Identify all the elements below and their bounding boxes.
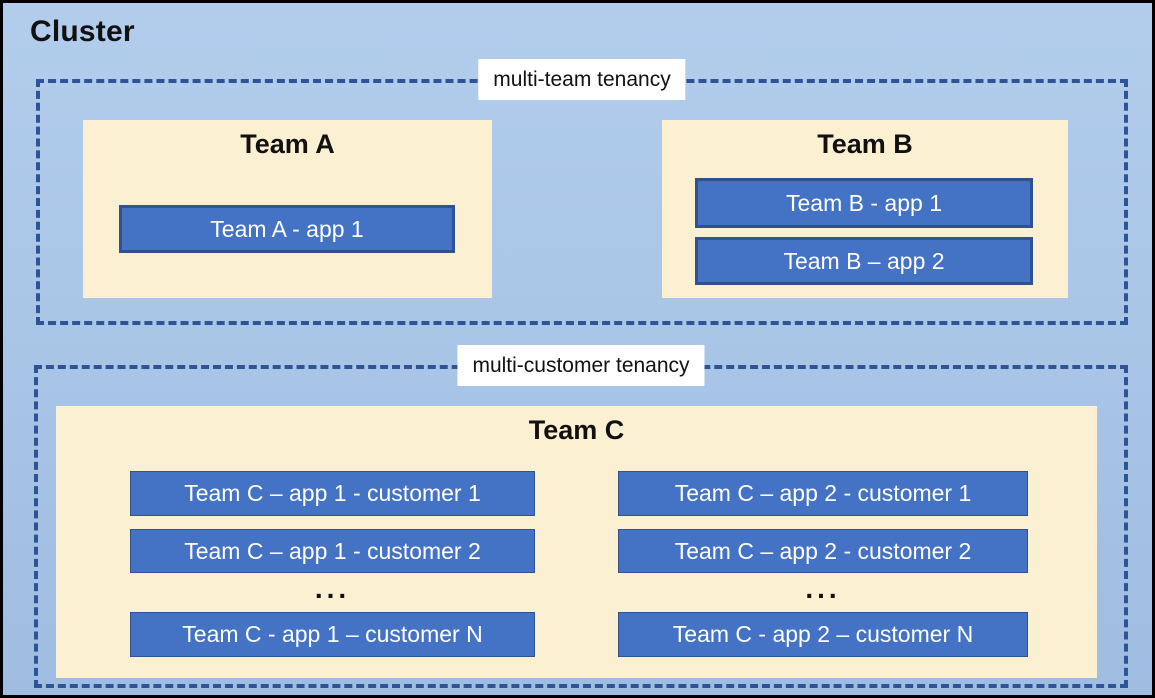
- team-c-app1-customer-n-box: Team C - app 1 – customer N: [130, 612, 535, 657]
- cluster-title: Cluster: [30, 15, 135, 48]
- multi-team-tenancy-label: multi-team tenancy: [478, 59, 686, 100]
- team-a-title: Team A: [240, 129, 335, 159]
- team-b-app-2-box: Team B – app 2: [695, 237, 1033, 285]
- team-c-title: Team C: [528, 415, 625, 445]
- team-c-app2-customer-1-box: Team C – app 2 - customer 1: [618, 471, 1028, 516]
- multi-team-tenancy-box: multi-team tenancy Team A Team A - app 1…: [36, 59, 1128, 325]
- multi-customer-tenancy-label: multi-customer tenancy: [457, 345, 705, 386]
- team-b-title: Team B: [817, 129, 913, 159]
- team-c-app-1-column: Team C – app 1 - customer 1 Team C – app…: [130, 471, 535, 657]
- team-c-panel: Team C Team C – app 1 - customer 1 Team …: [56, 406, 1097, 678]
- team-b-app-1-box: Team B - app 1: [695, 178, 1033, 228]
- team-a-app-1-box: Team A - app 1: [119, 205, 455, 253]
- team-c-app-2-column: Team C – app 2 - customer 1 Team C – app…: [618, 471, 1028, 657]
- team-b-panel: Team B Team B - app 1 Team B – app 2: [662, 120, 1068, 298]
- multi-customer-tenancy-box: multi-customer tenancy Team C Team C – a…: [34, 345, 1128, 688]
- team-c-app2-customer-n-box: Team C - app 2 – customer N: [618, 612, 1028, 657]
- team-c-app2-customer-2-box: Team C – app 2 - customer 2: [618, 529, 1028, 573]
- team-c-app1-ellipsis: ...: [314, 573, 351, 604]
- team-a-panel: Team A Team A - app 1: [83, 120, 492, 298]
- team-c-app2-ellipsis: ...: [805, 573, 841, 604]
- team-c-app1-customer-1-box: Team C – app 1 - customer 1: [130, 471, 535, 516]
- team-c-app1-customer-2-box: Team C – app 1 - customer 2: [130, 529, 535, 573]
